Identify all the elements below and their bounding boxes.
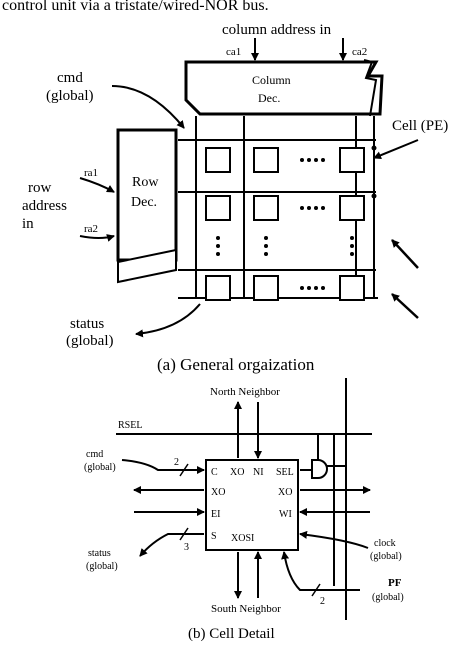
clock-label-2: (global) <box>370 551 402 562</box>
pf-label-1: PF <box>388 577 402 589</box>
cell-detail-box <box>205 459 299 551</box>
cell-r3c2 <box>253 275 279 301</box>
status-detail-arrow <box>139 533 204 557</box>
row-dec-label-1: Row <box>132 175 159 190</box>
cell-r1c1 <box>205 147 231 173</box>
clock-arrow <box>299 530 369 549</box>
cmd-label-2: (global) <box>46 88 93 104</box>
caption-a: (a) General orgaization <box>157 355 315 374</box>
caption-b: (b) Cell Detail <box>188 626 275 642</box>
cell-r1c3 <box>339 147 365 173</box>
column-decoder: Column Dec. <box>184 59 384 117</box>
pf-label-2: (global) <box>372 592 404 603</box>
ra1-arrow <box>79 177 115 193</box>
pin-xo-si: XOSI <box>231 533 254 544</box>
row-address-label-1: row <box>28 180 51 196</box>
right-arrow-lower <box>391 293 419 319</box>
cell-r3c1 <box>205 275 231 301</box>
ca2-label: ca2 <box>352 46 367 58</box>
pin-sel: SEL <box>276 467 294 478</box>
status-arrow <box>135 303 201 338</box>
cell-r1c2 <box>253 147 279 173</box>
cell-pe-label: Cell (PE) <box>392 118 448 134</box>
right-arrow-upper <box>391 239 419 269</box>
row-address-label-2: address <box>22 198 67 214</box>
cmd-bus-width: 2 <box>174 457 179 468</box>
sel-and-gate <box>300 434 346 479</box>
status-label-2: (global) <box>66 333 113 349</box>
ellipsis-dots <box>216 145 377 290</box>
status-label-1: status <box>70 316 104 332</box>
ca1-label: ca1 <box>226 46 241 58</box>
cmd-bus-slash <box>179 463 189 477</box>
cell-array <box>205 147 365 301</box>
pf-arrow <box>281 551 360 591</box>
pin-ni: NI <box>253 467 264 478</box>
pin-c: C <box>211 467 218 478</box>
general-organization-diagram: column address in ca1 ca2 Column Dec. cm… <box>22 22 448 374</box>
cell-r2c3 <box>339 195 365 221</box>
cell-r2c2 <box>253 195 279 221</box>
rsel-label: RSEL <box>118 420 142 431</box>
pf-bus-slash <box>311 583 321 597</box>
north-neighbor-label: North Neighbor <box>210 386 280 398</box>
cmd-detail-label-2: (global) <box>84 462 116 473</box>
south-neighbor-label: South Neighbor <box>211 603 281 615</box>
clock-label-1: clock <box>374 538 396 549</box>
row-address-label-3: in <box>22 216 34 232</box>
cell-r2c1 <box>205 195 231 221</box>
ra2-label: ra2 <box>84 223 98 235</box>
column-address-label: column address in <box>222 22 332 38</box>
status-bus-slash <box>179 527 189 541</box>
pin-xo-left: XO <box>211 487 225 498</box>
row-decoder: Row Dec. <box>116 128 178 284</box>
cell-r3c3 <box>339 275 365 301</box>
cmd-detail-arrow <box>121 459 205 474</box>
cell-pe-arrow <box>373 139 419 160</box>
pf-bus-width: 2 <box>320 596 325 607</box>
row-dec-label-2: Dec. <box>131 195 157 210</box>
pin-xo-top: XO <box>230 467 244 478</box>
cmd-label-1: cmd <box>57 70 83 86</box>
cmd-detail-label-1: cmd <box>86 449 103 460</box>
column-dec-label-1: Column <box>252 73 291 87</box>
ra1-label: ra1 <box>84 167 98 179</box>
header-text: control unit via a tristate/wired-NOR bu… <box>2 0 269 14</box>
cmd-arrow <box>111 85 185 129</box>
pin-xo-right: XO <box>278 487 292 498</box>
ra2-arrow <box>79 234 115 242</box>
status-bus-width: 3 <box>184 542 189 553</box>
pin-ei: EI <box>211 509 220 520</box>
column-dec-label-2: Dec. <box>258 91 280 105</box>
pin-wi: WI <box>279 509 292 520</box>
status-detail-label-1: status <box>88 548 111 559</box>
cell-detail-diagram: North Neighbor South Neighbor RSEL C XO … <box>84 378 404 642</box>
pin-s: S <box>211 531 217 542</box>
status-detail-label-2: (global) <box>86 561 118 572</box>
